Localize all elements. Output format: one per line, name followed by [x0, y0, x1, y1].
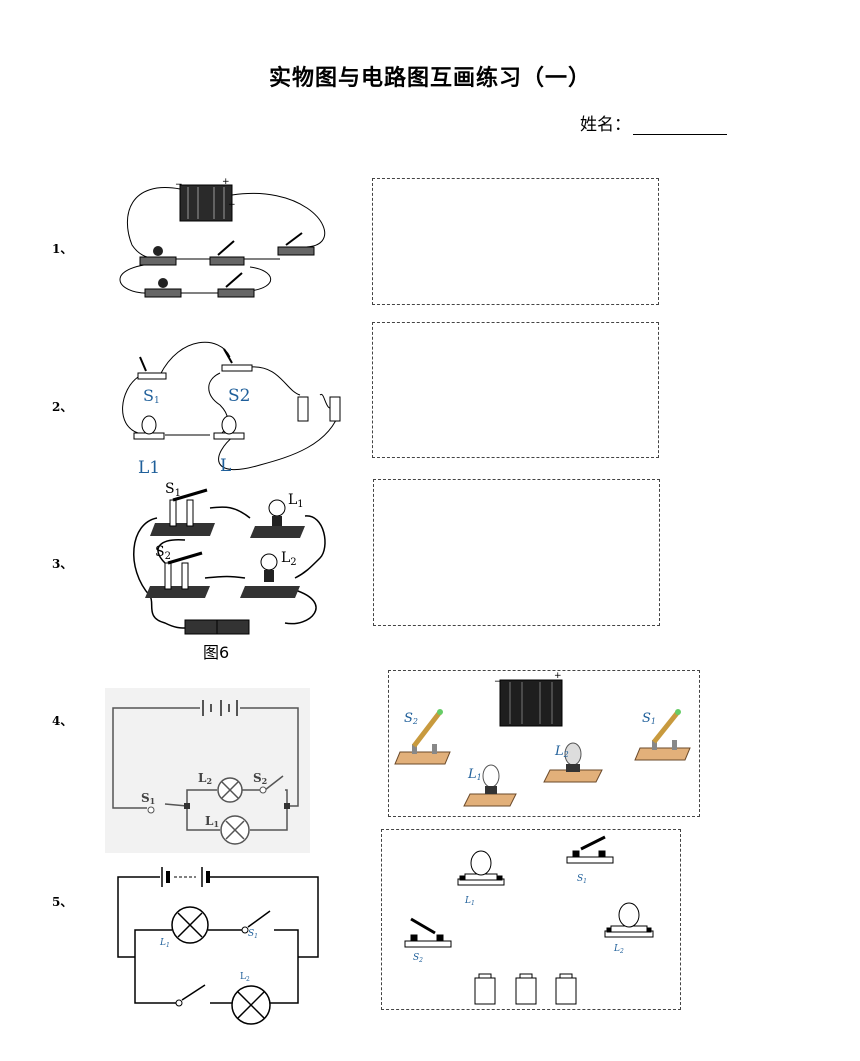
svg-text:−: − [494, 677, 502, 687]
lamp-icon [457, 850, 505, 886]
q4-label-l2: L2 [198, 771, 212, 786]
answer-box-2[interactable] [372, 322, 659, 458]
q2-label-l2: L [220, 456, 231, 476]
svg-text:+: + [554, 671, 562, 681]
q4-circuit-diagram: L2 S2 S1 L1 [105, 688, 310, 853]
q5-circuit-diagram: L1 S1 L2 [117, 867, 319, 1025]
q2-label-s2: S2 [228, 386, 250, 406]
q3-label-s2: S2 [155, 544, 171, 562]
q5-box-label-s1: S1 [577, 874, 587, 885]
lamp-icon [213, 415, 245, 440]
battery-icon [184, 619, 250, 635]
switch-icon [209, 240, 245, 266]
q4-box-components: −+ S2 S1 L2 L1 [394, 671, 691, 807]
lamp-icon [250, 499, 305, 538]
lamp-icon [133, 415, 165, 440]
q4-label-l1: L1 [205, 814, 219, 829]
q4-label-s1: S1 [141, 791, 155, 806]
name-label: 姓名： [580, 115, 631, 135]
q2-label-l1: L1 [138, 458, 160, 478]
switch-icon [394, 709, 451, 765]
page-title: 实物图与电路图互画练习（一） [268, 66, 591, 91]
q3-label-l2: L2 [281, 550, 297, 568]
lamp-icon [231, 985, 271, 1025]
switch-icon [217, 272, 255, 298]
answer-box-1[interactable] [372, 178, 659, 305]
q2-label-s1: S1 [143, 386, 160, 406]
switch-icon [145, 551, 210, 598]
battery-icon: −+ [494, 671, 563, 727]
q5-box-components: L1 S1 S2 L2 [404, 835, 654, 1005]
q5-box-label-s2: S2 [413, 953, 423, 964]
svg-text:−: − [175, 180, 183, 190]
answer-box-4[interactable] [388, 670, 700, 817]
q5-label-l2: L2 [240, 972, 250, 983]
svg-text:+: + [222, 177, 230, 187]
q3-physical-circuit: S1 L1 S2 L2 图6 [133, 481, 326, 662]
q4-box-label-s2: S2 [404, 711, 418, 726]
switch-icon [221, 348, 253, 372]
lamp-icon [217, 777, 243, 803]
q5-box-label-l2: L2 [613, 944, 624, 955]
lamp-icon [240, 553, 300, 598]
switch-icon [277, 232, 315, 256]
q4-box-label-s1: S1 [642, 711, 656, 726]
question-1-number: 1、 [52, 242, 73, 256]
lamp-icon [543, 742, 603, 783]
lamp-icon [463, 764, 517, 807]
lamp-icon [144, 278, 182, 298]
q3-label-l1: L1 [288, 492, 304, 510]
question-4-number: 4、 [52, 714, 73, 728]
q5-label-s1: S1 [248, 929, 258, 940]
q3-label-s1: S1 [165, 481, 181, 499]
battery-icon: − + + [175, 177, 236, 222]
lamp-icon [220, 815, 250, 845]
question-3-number: 3、 [52, 557, 73, 571]
switch-icon [137, 356, 167, 380]
answer-box-5[interactable] [381, 829, 681, 1010]
question-5-number: 5、 [52, 895, 73, 909]
svg-text:+: + [228, 200, 236, 210]
q4-box-label-l2: L2 [554, 744, 569, 759]
question-2-number: 2、 [52, 400, 73, 414]
battery-icon [297, 396, 341, 422]
name-field: 姓名： [580, 110, 727, 135]
lamp-icon [604, 902, 654, 938]
lamp-icon [171, 906, 209, 944]
q4-box-label-l1: L1 [467, 767, 482, 782]
battery-icon [161, 867, 210, 887]
switch-icon [566, 835, 614, 864]
lamp-icon [139, 246, 177, 266]
q2-physical-circuit: S1 S2 L1 L [122, 341, 341, 478]
battery-icon [474, 973, 577, 1005]
switch-icon [150, 488, 215, 536]
q5-label-l1: L1 [159, 938, 170, 949]
q1-physical-circuit: − + + [119, 177, 326, 298]
q3-figure-caption: 图6 [203, 643, 229, 662]
battery-icon [202, 700, 238, 716]
switch-icon [634, 709, 691, 761]
name-blank-line[interactable] [633, 116, 727, 135]
q5-box-label-l1: L1 [464, 896, 475, 907]
switch-icon [404, 917, 452, 948]
q4-label-s2: S2 [253, 771, 267, 786]
answer-box-3[interactable] [373, 479, 660, 626]
